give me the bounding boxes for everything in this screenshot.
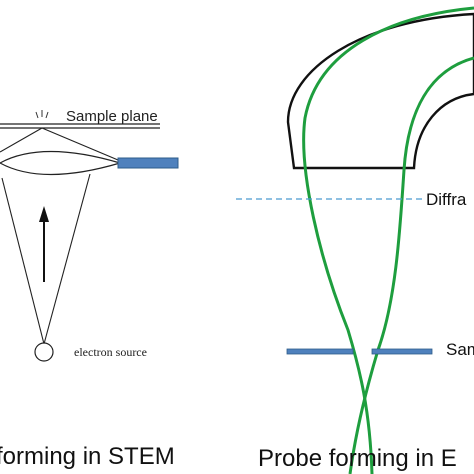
electron-source-label: electron source — [74, 345, 147, 359]
cone-left — [1, 177, 45, 345]
sample-bar-left — [286, 348, 354, 355]
diffraction-plane-label: Diffra — [426, 190, 467, 209]
ray-upper-right — [41, 127, 119, 161]
beam-path-inner — [348, 56, 474, 474]
stem-panel: Sample plane electron source forming in … — [0, 108, 179, 470]
sample-bar-right — [371, 348, 433, 355]
arrow-head-icon — [39, 206, 49, 222]
ray-upper-left — [0, 127, 43, 153]
sector-magnet — [286, 12, 474, 170]
electron-source-icon — [34, 342, 54, 362]
sample-label: Sam — [446, 340, 474, 359]
stem-caption: forming in STEM — [0, 443, 175, 470]
focus-marks — [35, 110, 49, 119]
detector-bar — [117, 157, 179, 169]
beam-path-outer — [302, 6, 474, 474]
condenser-lens — [0, 150, 123, 176]
right-panel: Diffra Sam Probe forming in E — [236, 6, 474, 474]
sample-plane-label: Sample plane — [66, 108, 158, 125]
cone-right — [43, 173, 91, 345]
probe-forming-caption: Probe forming in E — [258, 445, 457, 472]
